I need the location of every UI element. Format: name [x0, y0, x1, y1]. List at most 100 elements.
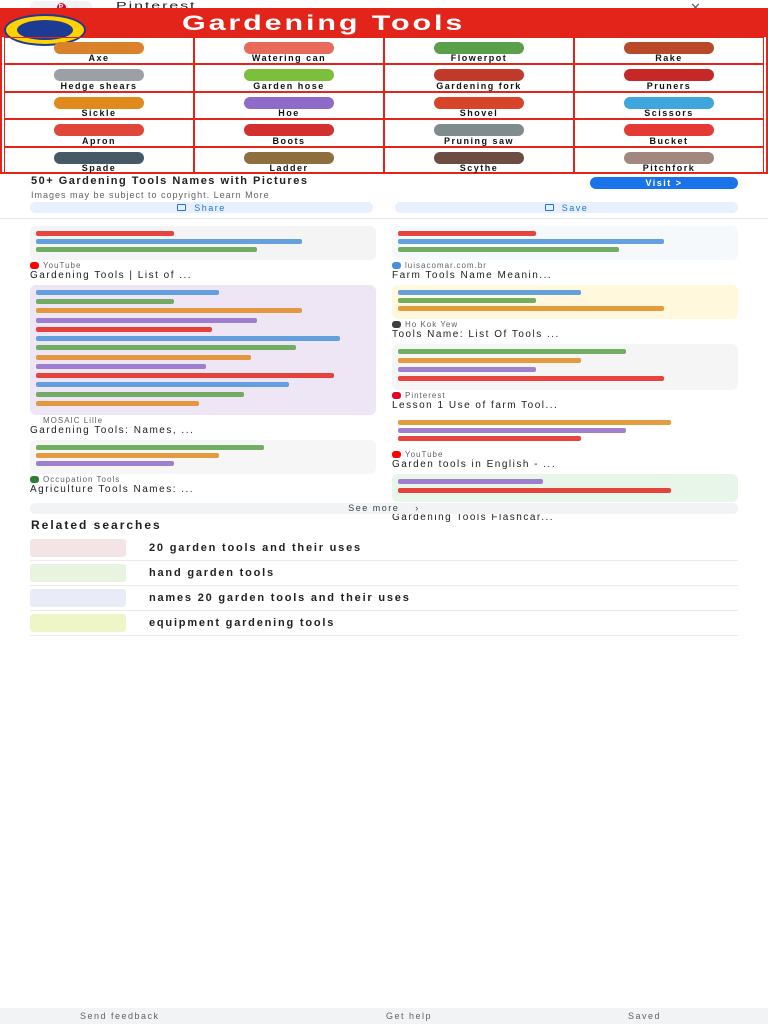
see-more-label: See more — [348, 503, 400, 513]
result-thumbnail[interactable] — [392, 415, 738, 449]
result-thumbnail[interactable] — [392, 474, 738, 502]
related-thumbnail — [30, 539, 126, 557]
tool-cell: Axe — [4, 37, 194, 65]
tool-cell: Spade — [4, 146, 194, 174]
share-button[interactable]: Share — [30, 202, 373, 213]
tool-label: Pitchfork — [642, 162, 696, 173]
result-thumbnail[interactable] — [392, 285, 738, 319]
tool-label: Watering can — [251, 53, 327, 64]
tool-illustration-icon — [434, 124, 524, 137]
source-name[interactable]: Pinterest — [116, 1, 197, 12]
tool-illustration-icon — [54, 151, 144, 164]
tool-illustration-icon — [624, 69, 714, 82]
tool-cell: Ladder — [194, 146, 384, 174]
tool-cell: Apron — [4, 119, 194, 147]
tool-label: Pruning saw — [443, 135, 514, 146]
related-search-item[interactable]: hand garden tools — [30, 561, 738, 586]
source-label: YouTube — [405, 450, 444, 459]
tool-cell: Scissors — [574, 91, 764, 120]
result-title-link[interactable]: Agriculture Tools Names: ... — [30, 484, 195, 495]
related-searches-list: 20 garden tools and their uses hand garde… — [30, 536, 738, 636]
tool-cell: Flowerpot — [384, 37, 574, 65]
send-feedback-link[interactable]: Send feedback — [80, 1011, 160, 1021]
tool-cell: Pitchfork — [574, 146, 764, 174]
result-source: Ho Kok Yew — [392, 320, 738, 329]
result-source: Occupation Tools — [30, 475, 376, 484]
result-title-link[interactable]: Farm Tools Name Meanin... — [392, 270, 553, 281]
tool-illustration-icon — [624, 42, 714, 54]
related-search-item[interactable]: names 20 garden tools and their uses — [30, 586, 738, 611]
result-card[interactable]: TwinklGardening Tools Flashcar... — [392, 474, 738, 523]
tool-illustration-icon — [244, 96, 334, 109]
favicon-icon — [30, 476, 39, 483]
tool-illustration-icon — [624, 124, 714, 137]
result-title-link[interactable]: Gardening Tools: Names, ... — [30, 425, 195, 436]
related-search-text: names 20 garden tools and their uses — [149, 592, 411, 604]
related-search-item[interactable]: equipment gardening tools — [30, 611, 738, 636]
result-thumbnail[interactable] — [30, 226, 376, 260]
tool-label: Ladder — [269, 162, 309, 173]
tool-illustration-icon — [54, 69, 144, 82]
tool-cell: Rake — [574, 37, 764, 65]
result-thumbnail[interactable] — [30, 285, 376, 415]
school-badge-icon — [4, 14, 86, 46]
save-label: Save — [561, 202, 589, 213]
result-source: luisacomar.com.br — [392, 261, 738, 270]
tool-label: Apron — [82, 135, 116, 146]
tool-cell: Sickle — [4, 91, 194, 120]
copyright-note[interactable]: Images may be subject to copyright. Lear… — [31, 190, 270, 200]
result-source: YouTube — [30, 261, 376, 270]
result-thumbnail[interactable] — [30, 440, 376, 474]
tool-illustration-icon — [244, 151, 334, 164]
get-help-link[interactable]: Get help — [386, 1011, 433, 1021]
tool-illustration-icon — [54, 42, 144, 54]
result-title-link[interactable]: Gardening Tools Flashcar... — [392, 512, 555, 523]
related-search-text: 20 garden tools and their uses — [149, 542, 362, 554]
favicon-icon — [30, 262, 39, 269]
tool-label: Scissors — [644, 108, 694, 119]
result-title-link[interactable]: Lesson 1 Use of farm Tool... — [392, 400, 559, 411]
pinterest-logo-icon: P — [56, 2, 66, 12]
related-search-text: equipment gardening tools — [149, 617, 336, 629]
tool-illustration-icon — [434, 42, 524, 54]
save-button[interactable]: Save — [395, 202, 738, 213]
result-title-link[interactable]: Gardening Tools | List of ... — [30, 270, 193, 281]
result-thumbnail[interactable] — [392, 226, 738, 260]
tool-illustration-icon — [624, 151, 714, 164]
source-label: MOSAIC Lille — [43, 416, 104, 425]
see-more-button[interactable]: See more › — [30, 503, 738, 514]
source-label: Occupation Tools — [43, 475, 121, 484]
result-title-link[interactable]: Garden tools in English - ... — [392, 459, 557, 470]
tool-label: Bucket — [649, 135, 689, 146]
tool-illustration-icon — [244, 42, 334, 54]
related-searches-heading: Related searches — [31, 518, 162, 532]
result-title[interactable]: 50+ Gardening Tools Names with Pictures — [31, 175, 309, 187]
tool-illustration-icon — [54, 96, 144, 109]
tool-illustration-icon — [434, 151, 524, 164]
result-source: Pinterest — [392, 391, 738, 400]
related-search-item[interactable]: 20 garden tools and their uses — [30, 536, 738, 561]
tool-illustration-icon — [244, 69, 334, 82]
visit-button[interactable]: Visit > — [590, 177, 738, 189]
tool-label: Hedge shears — [60, 80, 138, 91]
tool-illustration-icon — [434, 96, 524, 109]
saved-link[interactable]: Saved — [628, 1011, 662, 1021]
tool-illustration-icon — [54, 124, 144, 137]
result-title-link[interactable]: Tools Name: List Of Tools ... — [392, 329, 560, 340]
tool-cell: Hedge shears — [4, 64, 194, 92]
tool-label: Flowerpot — [450, 53, 508, 64]
close-icon[interactable]: ✕ — [690, 0, 701, 16]
tool-cell: Hoe — [194, 91, 384, 120]
tool-label: Shovel — [459, 108, 499, 119]
result-thumbnail[interactable] — [392, 344, 738, 390]
